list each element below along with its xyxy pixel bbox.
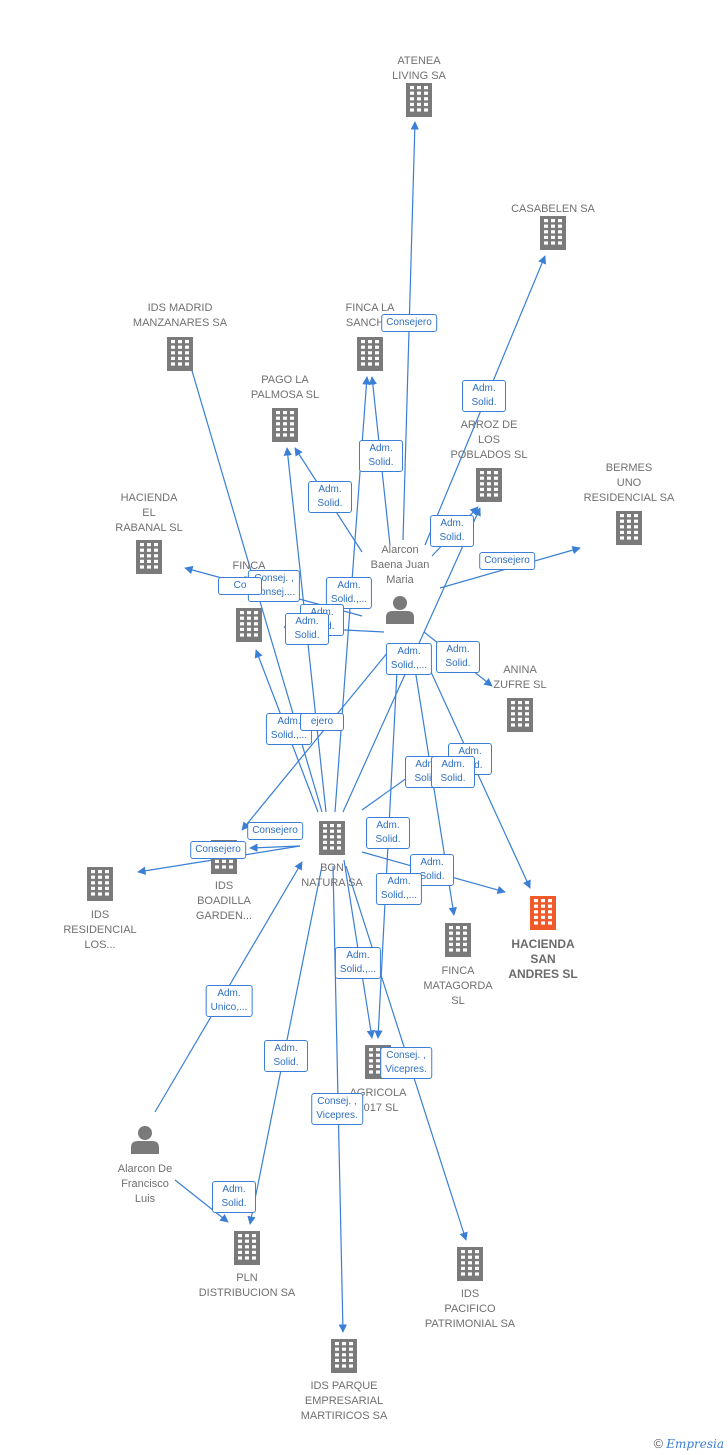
ids_parque-building-icon[interactable]	[331, 1339, 357, 1373]
anina-building-icon[interactable]	[507, 698, 533, 732]
edge-bon-to-ids_boadilla	[249, 843, 301, 852]
hacienda_san-building-icon[interactable]	[530, 896, 556, 930]
atenea-label[interactable]: ATENEA LIVING SA	[392, 55, 446, 82]
edge-role-label[interactable]: Consejero	[190, 841, 246, 859]
pln-label[interactable]: PLN DISTRIBUCION SA	[198, 1272, 296, 1299]
ids_madrid-building-icon[interactable]	[167, 337, 193, 371]
edge-role-label[interactable]: Adm. Solid.,...	[334, 947, 382, 979]
finca_mat-building-icon[interactable]	[445, 923, 471, 957]
ids_boadilla-label[interactable]: IDS BOADILLA GARDEN...	[195, 880, 253, 922]
copyright-symbol: ©	[653, 1436, 664, 1451]
casabelen-building-icon[interactable]	[540, 216, 566, 250]
edge-role-label[interactable]: Adm. Solid.	[366, 817, 410, 849]
atenea-building-icon[interactable]	[406, 83, 432, 117]
edge-role-label[interactable]: Consejero	[247, 822, 303, 840]
ids_pacifico-building-icon[interactable]	[457, 1247, 483, 1281]
edge-role-label[interactable]: Adm. Solid.	[285, 613, 329, 645]
bermes-label[interactable]: BERMES UNO RESIDENCIAL SA	[583, 462, 675, 504]
hacienda_san-label[interactable]: HACIENDA SAN ANDRES SL	[508, 937, 578, 981]
arroz-building-icon[interactable]	[476, 468, 502, 502]
alarcon_fr-label[interactable]: Alarcon De Francisco Luis	[117, 1163, 173, 1205]
pago-building-icon[interactable]	[272, 408, 298, 442]
edge-role-label[interactable]: Adm. Solid.	[430, 515, 474, 547]
anina-label[interactable]: ANINA ZUFRE SL	[493, 664, 547, 691]
agricola-label[interactable]: AGRICOLA 2017 SL	[349, 1087, 407, 1114]
edge-role-label[interactable]: Adm. Solid.	[308, 481, 352, 513]
edge-role-label[interactable]: Adm. Solid.	[359, 440, 403, 472]
ids_res-label[interactable]: IDS RESIDENCIAL LOS...	[63, 909, 137, 951]
hacienda_el-label[interactable]: HACIENDA EL RABANAL SL	[115, 492, 183, 534]
edge-role-label[interactable]: Adm. Solid.,...	[385, 643, 433, 675]
edge-role-label[interactable]: Adm. Solid.	[212, 1181, 256, 1213]
edge-role-label[interactable]: Consej. , Vicepres.	[311, 1093, 363, 1125]
alarcon_juan-person-icon[interactable]	[386, 596, 414, 624]
edge-role-label[interactable]: ejero	[300, 713, 344, 731]
alarcon_juan-label[interactable]: Alarcon Baena Juan Maria	[370, 544, 430, 586]
footer-brand[interactable]: ©Empresia	[654, 1436, 724, 1451]
edge-role-label[interactable]: Consejero	[479, 552, 535, 570]
finca_la-building-icon[interactable]	[357, 337, 383, 371]
bon-label[interactable]: BON NATURA SA	[301, 862, 363, 889]
hacienda_el-building-icon[interactable]	[136, 540, 162, 574]
brand-name: Empresia	[666, 1437, 724, 1451]
edge-role-label[interactable]: Consejero	[381, 314, 437, 332]
pago-label[interactable]: PAGO LA PALMOSA SL	[250, 374, 320, 401]
alarcon_fr-person-icon[interactable]	[131, 1126, 159, 1154]
finca_mat-label[interactable]: FINCA MATAGORDA SL	[423, 965, 493, 1007]
ids_parque-label[interactable]: IDS PARQUE EMPRESARIAL MARTIRICOS SA	[300, 1380, 388, 1422]
ids_pacifico-label[interactable]: IDS PACIFICO PATRIMONIAL SA	[424, 1288, 516, 1330]
ids_res-building-icon[interactable]	[87, 867, 113, 901]
casabelen-label[interactable]: CASABELEN SA	[511, 203, 595, 215]
edge-alarcon_fr-to-pln	[174, 1179, 229, 1223]
edge-role-label[interactable]: Co	[218, 577, 262, 595]
pln-building-icon[interactable]	[234, 1231, 260, 1265]
bermes-building-icon[interactable]	[616, 511, 642, 545]
edge-role-label[interactable]: Consej. , Vicepres.	[380, 1047, 432, 1079]
ids_madrid-label[interactable]: IDS MADRID MANZANARES SA	[132, 302, 228, 329]
finca_c-building-icon[interactable]	[236, 608, 262, 642]
edge-role-label[interactable]: Adm. Solid.	[436, 641, 480, 673]
edge-role-label[interactable]: Adm. Solid.	[264, 1040, 308, 1072]
edge-role-label[interactable]: Adm. Solid.	[431, 756, 475, 788]
edge-alarcon_juan-to-ids_boadilla	[241, 651, 389, 831]
edge-role-label[interactable]: Adm. Unico,...	[205, 985, 253, 1017]
edge-role-label[interactable]: Adm. Solid.,...	[375, 873, 423, 905]
arroz-label[interactable]: ARROZ DE LOS POBLADOS SL	[450, 419, 528, 461]
bon-building-icon[interactable]	[319, 821, 345, 855]
edge-role-label[interactable]: Adm. Solid.	[462, 380, 506, 412]
edge-role-label[interactable]: Adm. Solid.,...	[325, 577, 373, 609]
